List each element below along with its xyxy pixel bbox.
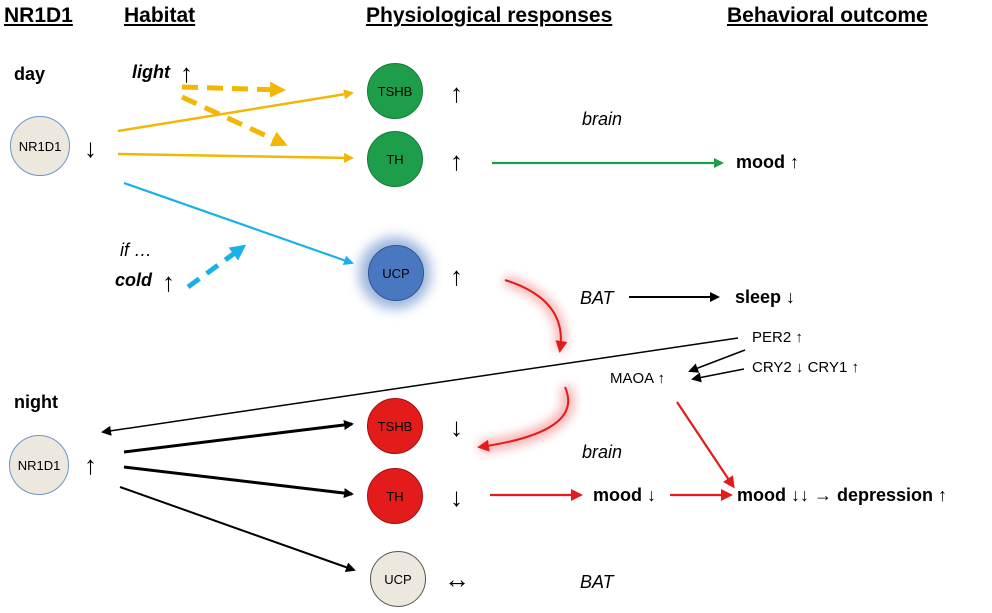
arrow-cry-maoa	[691, 368, 745, 383]
curved-arrow-to-tshb-night	[477, 386, 570, 452]
header-habitat: Habitat	[124, 4, 196, 27]
bat-night-label: BAT	[580, 572, 614, 592]
ucp-day-node: UCP	[368, 245, 424, 301]
arrow-nr1d1-tshb-night	[123, 420, 354, 454]
dashed-light-arrow-1	[181, 81, 286, 98]
ucp-night-arrow: ↔	[444, 564, 470, 594]
arrow-maoa-mood	[676, 401, 735, 489]
cry-label: CRY2 ↓ CRY1 ↑	[752, 359, 859, 376]
light-label: light	[132, 62, 170, 82]
brain-night-label: brain	[582, 442, 623, 462]
tshb-night-node: TSHB	[367, 398, 423, 454]
header-behavioral-outcome: Behavioral outcome	[727, 4, 928, 27]
header-gene: NR1D1	[4, 4, 73, 27]
per2-label: PER2 ↑	[752, 329, 803, 346]
nr1d1-day-arrow: ↓	[84, 133, 97, 163]
day-label: day	[14, 64, 46, 84]
maoa-label: MAOA ↑	[610, 370, 666, 387]
sleep-label: sleep ↓	[735, 287, 796, 307]
arrow-nr1d1-th-day	[117, 152, 354, 163]
cold-label: cold	[115, 270, 153, 290]
arrow-nr1d1-ucp-night	[119, 486, 356, 573]
curved-arrow-ucp-down	[504, 279, 568, 353]
arrow-per2-nr1d1	[101, 337, 739, 436]
th-day-node: TH	[367, 131, 423, 187]
cold-arrow: ↑	[162, 267, 175, 297]
nr1d1-night-node: NR1D1	[9, 435, 69, 495]
th-day-arrow: ↑	[450, 146, 463, 176]
tshb-day-arrow: ↑	[450, 78, 463, 108]
th-night-arrow: ↓	[450, 482, 463, 512]
ucp-night-node: UCP	[370, 551, 426, 607]
dashed-light-arrow-2	[180, 94, 288, 147]
if-label: if …	[120, 240, 153, 260]
tshb-night-arrow: ↓	[450, 412, 463, 442]
ucp-day-arrow: ↑	[450, 261, 463, 291]
th-night-node: TH	[367, 468, 423, 524]
tshb-day-node: TSHB	[367, 63, 423, 119]
arrow-nr1d1-th-night	[123, 465, 354, 499]
header-physiological-responses: Physiological responses	[366, 4, 613, 27]
light-arrow: ↑	[180, 58, 193, 88]
arrow-nr1d1-ucp-day	[123, 181, 354, 266]
bat-day-label: BAT	[580, 288, 614, 308]
mood-night-label: mood ↓	[593, 485, 656, 505]
night-label: night	[14, 392, 58, 412]
mood-day-label: mood ↑	[736, 152, 799, 172]
nr1d1-day-node: NR1D1	[10, 116, 70, 176]
arrow-nr1d1-tshb-day	[117, 89, 354, 133]
mood-depression-label: mood ↓↓ → depression ↑	[737, 485, 948, 505]
brain-day-label: brain	[582, 109, 623, 129]
dashed-cold-arrow	[186, 244, 247, 290]
arrow-per2-maoa	[688, 349, 746, 373]
nr1d1-night-arrow: ↑	[84, 450, 97, 480]
